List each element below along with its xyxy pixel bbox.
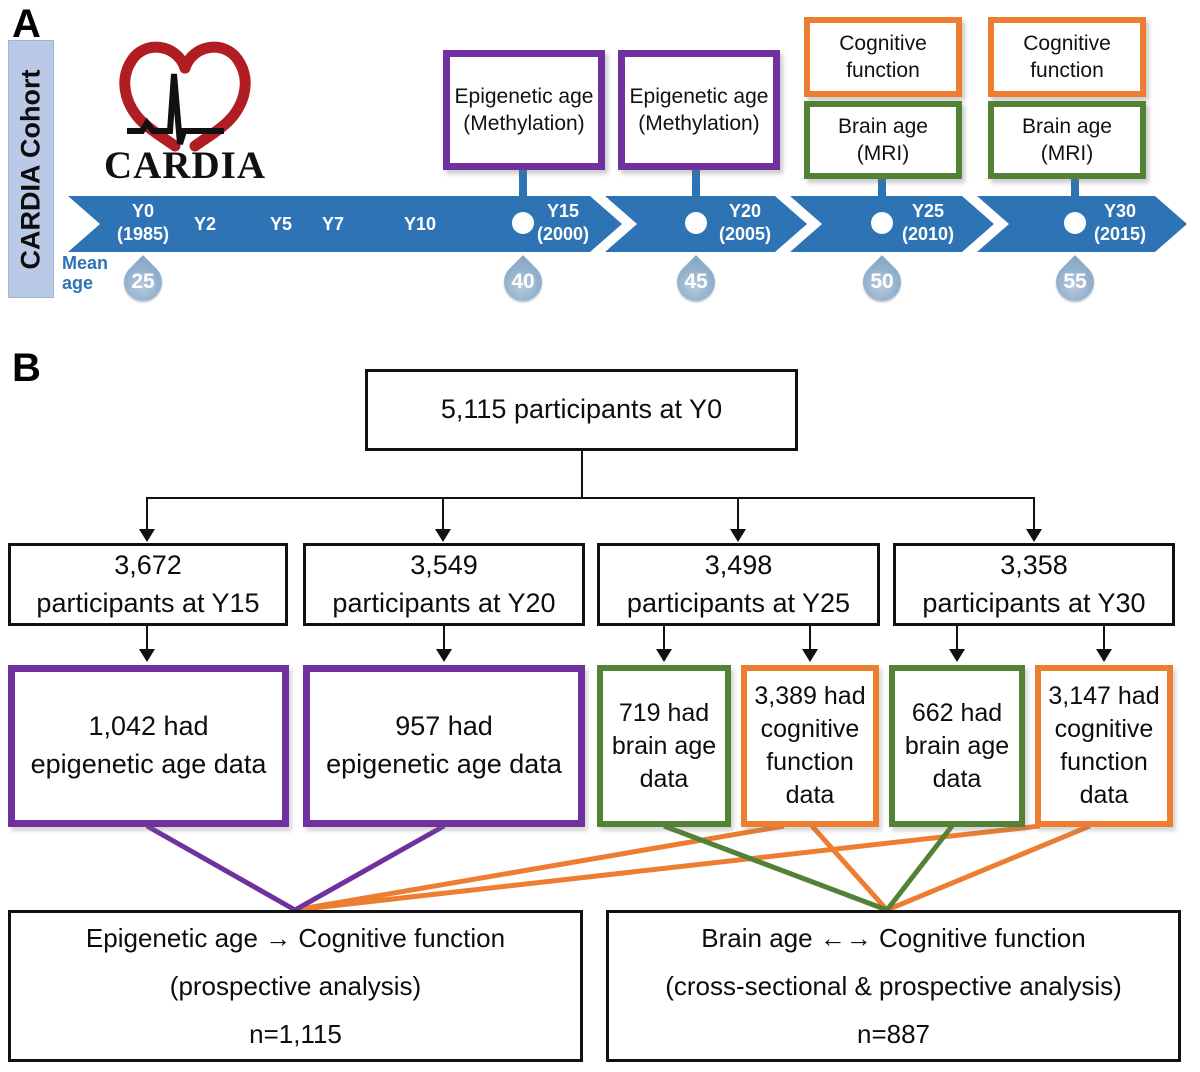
- cognitive-data-y25-box: 3,389 had cognitive function data: [741, 665, 879, 827]
- mean-age-droplet-y30: 55: [1048, 255, 1102, 309]
- mean-age-droplet-y25: 50: [855, 255, 909, 309]
- cardia-heart-logo: CARDIA: [104, 41, 266, 187]
- timeline-tick-y2: Y2: [193, 214, 217, 234]
- mean-age-droplet-y0: 25: [116, 255, 170, 309]
- timeline-tick-y20: Y20 (2005): [718, 201, 772, 244]
- participants-y20-box: 3,549 participants at Y20: [303, 543, 585, 626]
- brain-age-data-y25-box: 719 had brain age data: [597, 665, 731, 827]
- ecg-line-icon: [127, 73, 224, 145]
- brain-age-callout-y25: Brain age (MRI): [804, 101, 962, 179]
- timeline-tick-y7: Y7: [321, 214, 345, 234]
- cognitive-function-callout-y30: Cognitive function: [988, 17, 1146, 97]
- cognitive-links: [294, 823, 1091, 913]
- panel-a-label: A: [12, 2, 41, 46]
- epigenetic-age-callout-y15: Epigenetic age (Methylation): [443, 50, 605, 170]
- cognitive-function-callout-y25: Cognitive function: [804, 17, 962, 97]
- epigenetic-data-y15-box: 1,042 had epigenetic age data: [8, 665, 289, 827]
- timeline-tick-y10: Y10: [403, 214, 437, 234]
- brain-age-analysis-box: Brain age ←→ Cognitive function (cross-s…: [606, 910, 1181, 1062]
- epigenetic-age-callout-y20: Epigenetic age (Methylation): [618, 50, 780, 170]
- timeline-tick-y15: Y15 (2000): [536, 201, 590, 244]
- epigenetic-analysis-box: Epigenetic age → Cognitive function (pro…: [8, 910, 583, 1062]
- participants-y30-box: 3,358 participants at Y30: [893, 543, 1175, 626]
- participants-y15-box: 3,672 participants at Y15: [8, 543, 288, 626]
- brain-age-data-y30-box: 662 had brain age data: [889, 665, 1025, 827]
- brain-age-callout-y30: Brain age (MRI): [988, 101, 1146, 179]
- mean-age-droplet-y15: 40: [496, 255, 550, 309]
- cardia-logo-text: CARDIA: [104, 144, 266, 187]
- timeline-tick-y30: Y30 (2015): [1093, 201, 1147, 244]
- timeline-tick-y0: Y0 (1985): [116, 201, 170, 244]
- panel-b-label: B: [12, 346, 41, 390]
- mean-age-droplet-y20: 45: [669, 255, 723, 309]
- heart-icon: [119, 41, 251, 152]
- cognitive-data-y30-box: 3,147 had cognitive function data: [1035, 665, 1173, 827]
- participants-y25-box: 3,498 participants at Y25: [597, 543, 880, 626]
- timeline-tick-y5: Y5: [269, 214, 293, 234]
- epigenetic-data-y20-box: 957 had epigenetic age data: [303, 665, 585, 827]
- root-participants-box: 5,115 participants at Y0: [365, 369, 798, 451]
- timeline-tick-y25: Y25 (2010): [901, 201, 955, 244]
- cardia-cohort-sidebar: CARDIA Cohort: [8, 40, 54, 298]
- epigenetic-links: [145, 823, 446, 913]
- sidebar-title: CARDIA Cohort: [15, 69, 46, 269]
- mean-age-label: Mean age: [62, 253, 109, 293]
- brain-age-links: [663, 823, 954, 913]
